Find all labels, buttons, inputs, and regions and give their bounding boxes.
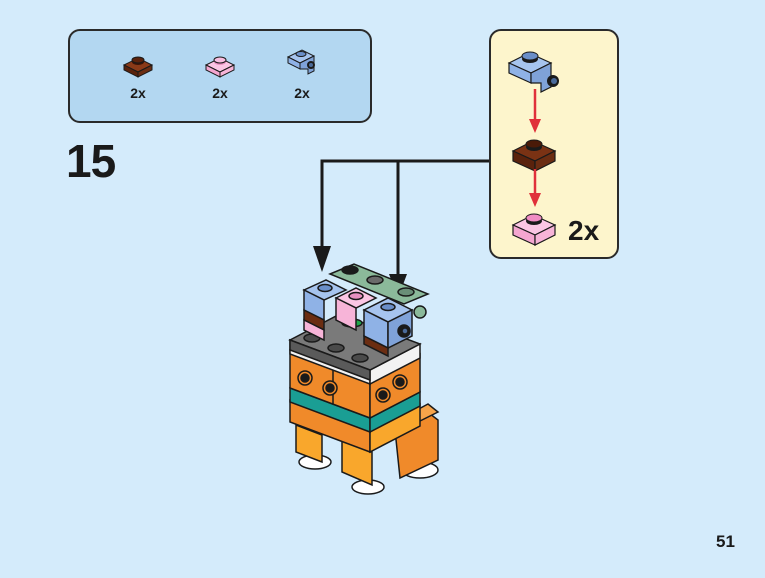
part-qty: 2x [130, 85, 146, 101]
part-blue-bracket: 2x [272, 45, 332, 101]
pink-plate-icon [511, 213, 557, 246]
red-arrow-head [529, 193, 541, 207]
sub-assembly-diagram [507, 51, 559, 246]
part-pink-plate: 2x [190, 51, 250, 101]
pink-plate-icon [204, 56, 236, 78]
part-qty: 2x [294, 85, 310, 101]
model-goldfish [288, 263, 440, 495]
arrow-head-icon [313, 246, 331, 272]
parts-list-box: 2x 2x 2x [68, 29, 372, 123]
page-number: 51 [716, 532, 735, 551]
red-arrow-head [529, 119, 541, 133]
part-qty: 2x [212, 85, 228, 101]
brown-plate-icon [511, 139, 557, 172]
sub-assembly-qty: 2x [568, 215, 600, 246]
part-brown-plate: 2x [108, 51, 168, 101]
placement-line-left [320, 159, 489, 250]
step-number: 15 [66, 135, 116, 187]
blue-bracket-icon [507, 51, 559, 93]
brown-plate-icon [122, 56, 154, 78]
blue-bracket-icon [286, 49, 316, 75]
sub-assembly-box: 2x [489, 29, 619, 259]
